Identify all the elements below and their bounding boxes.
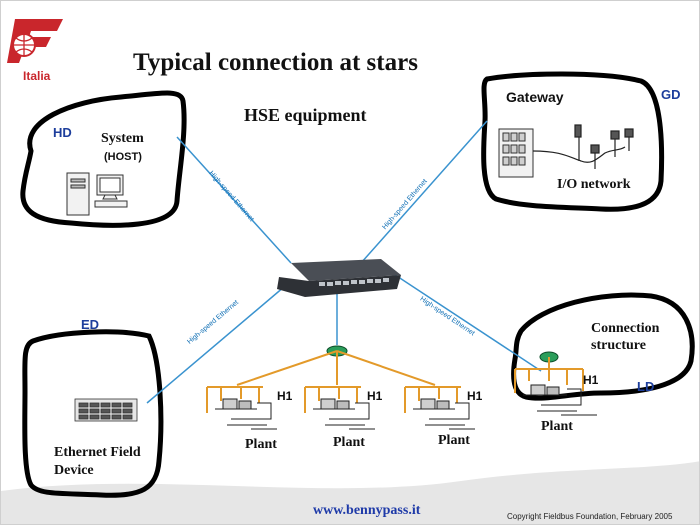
zone-ed-line2: Device — [54, 463, 94, 478]
gateway-rack-icon — [498, 128, 534, 178]
zone-hd-line2: (HOST) — [104, 151, 142, 163]
io-network-devices-icon — [532, 124, 634, 169]
logo-text: Italia — [23, 69, 51, 83]
zone-hd-tag: HD — [53, 125, 72, 140]
plant-1-label: Plant — [245, 437, 277, 452]
zone-gd-tag: GD — [661, 87, 681, 102]
plant-1-h1: H1 — [277, 389, 293, 403]
zone-gd-title: Gateway — [506, 89, 564, 105]
zone-ld-line2: structure — [591, 338, 646, 353]
ethernet-switch — [277, 259, 401, 297]
zone-gd-outline — [481, 71, 665, 212]
host-computer-icon — [66, 172, 128, 216]
zone-ld-tag: LD — [637, 379, 655, 394]
page-title: Typical connection at stars — [133, 49, 418, 76]
zone-ed-outline — [22, 329, 164, 498]
footer-url[interactable]: www.bennypass.it — [313, 503, 421, 518]
zone-hd-line1: System — [101, 131, 144, 146]
zone-gd-caption: I/O network — [557, 177, 631, 192]
footer-wave — [1, 461, 699, 524]
zone-ld-outline — [511, 292, 695, 401]
h1-bus — [206, 350, 584, 413]
plant-2-label: Plant — [333, 435, 365, 450]
ethernet-links — [146, 120, 542, 404]
zone-ed-line1: Ethernet Field — [54, 445, 141, 460]
zone-ld-line1: Connection — [591, 321, 660, 336]
plant-equipment — [215, 384, 597, 430]
ethernet-field-device-icon — [74, 398, 138, 422]
plant-2-h1: H1 — [367, 389, 383, 403]
logo-icon — [7, 19, 63, 63]
plant-3-h1: H1 — [467, 389, 483, 403]
plant-4-label: Plant — [541, 419, 573, 434]
page-subtitle: HSE equipment — [244, 105, 367, 125]
zone-hd-outline — [20, 90, 187, 228]
footer-copyright: Copyright Fieldbus Foundation, February … — [507, 512, 673, 521]
zone-ed-tag: ED — [81, 317, 100, 332]
plant-3-label: Plant — [438, 433, 470, 448]
zone-ld-h1: H1 — [583, 373, 599, 387]
